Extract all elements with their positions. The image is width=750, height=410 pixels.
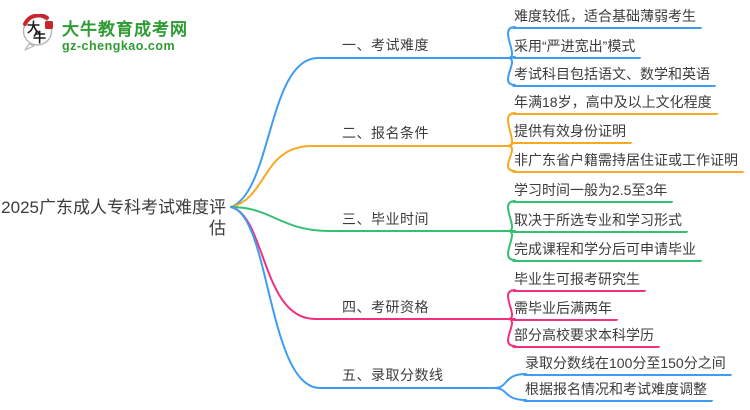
branch-label-exam-difficulty: 一、考试难度 bbox=[342, 37, 429, 53]
leaf-node: 需毕业后满两年 bbox=[512, 300, 618, 321]
leaf-node: 录取分数线在100分至150分之间 bbox=[523, 355, 732, 376]
branch3-curve bbox=[230, 206, 509, 232]
leaf-node: 考试科目包括语文、数学和英语 bbox=[512, 66, 716, 87]
branch2-child3-curve bbox=[507, 145, 516, 172]
site-logo: 大 牛 大牛教育成考网 gz-chengkao.com bbox=[20, 14, 188, 53]
leaf-node: 完成课程和学分后可申请毕业 bbox=[512, 241, 702, 262]
branch1-child3-curve bbox=[507, 57, 516, 86]
leaf-node: 难度较低，适合基础薄弱考生 bbox=[512, 8, 702, 29]
leaf-node: 提供有效身份证明 bbox=[512, 123, 632, 144]
branch3-child3-curve bbox=[507, 230, 516, 261]
site-name: 大牛教育成考网 bbox=[62, 20, 188, 39]
branch2-curve bbox=[230, 145, 509, 208]
leaf-node: 根据报名情况和考试难度调整 bbox=[523, 381, 713, 402]
branch-label-registration: 二、报名条件 bbox=[342, 125, 429, 141]
leaf-node: 年满18岁，高中及以上文化程度 bbox=[512, 94, 718, 115]
leaf-node: 采用“严进宽出”模式 bbox=[512, 38, 642, 59]
root-topic: 2025广东成人专科考试难度评估 bbox=[1, 198, 226, 238]
leaf-node: 毕业生可报考研究生 bbox=[512, 271, 646, 292]
branch-label-admission-score: 五、录取分数线 bbox=[342, 367, 444, 383]
branch-label-graduation-time: 三、毕业时间 bbox=[342, 211, 429, 227]
branch5-child1-curve bbox=[493, 373, 527, 389]
branch4-child3-curve bbox=[507, 318, 516, 347]
branch-label-postgrad-eligibility: 四、考研资格 bbox=[342, 299, 429, 315]
branch5-curve bbox=[230, 206, 495, 389]
leaf-node: 部分高校要求本科学历 bbox=[512, 327, 660, 348]
leaf-node: 非广东省户籍需持居住证或工作证明 bbox=[512, 152, 744, 173]
site-url: gz-chengkao.com bbox=[62, 39, 176, 53]
daniu-logo-icon: 大 牛 bbox=[22, 14, 53, 51]
branch1-curve bbox=[230, 57, 509, 208]
leaf-node: 学习时间一般为2.5至3年 bbox=[512, 182, 674, 203]
svg-text:大: 大 bbox=[27, 20, 40, 36]
svg-text:牛: 牛 bbox=[33, 30, 46, 46]
leaf-node: 取决于所选专业和学习形式 bbox=[512, 212, 688, 233]
branch5-child2-curve bbox=[493, 387, 527, 401]
